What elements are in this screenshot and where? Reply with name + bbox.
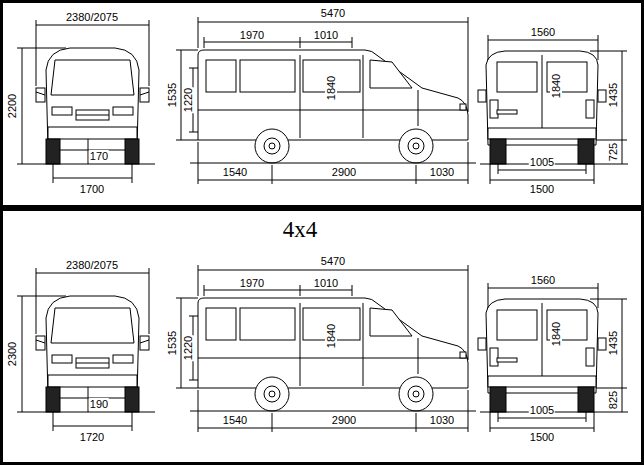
dimension-label: 1840 [325, 323, 337, 349]
dimension-label: 1700 [79, 183, 105, 195]
dimension-label: 1435 [607, 82, 619, 108]
dimension-label: 1010 [313, 277, 339, 289]
dimension-label: 2380/2075 [65, 259, 119, 271]
dimension-label: 2380/2075 [65, 11, 119, 23]
dimension-label: 1005 [529, 156, 555, 168]
dimension-label: 1840 [550, 73, 562, 99]
dimension-label: 1030 [429, 166, 455, 178]
dimension-label: 1010 [313, 29, 339, 41]
dimension-label: 1500 [529, 183, 555, 195]
dimension-label: 1720 [79, 431, 105, 443]
panel-divider [0, 205, 644, 211]
dimension-label: 1220 [182, 335, 194, 361]
dimension-label: 1840 [550, 321, 562, 347]
dimension-label: 825 [607, 390, 619, 410]
dimension-label: 1540 [222, 414, 248, 426]
dimension-label: 725 [607, 142, 619, 162]
dimension-label: 2300 [6, 341, 18, 367]
dimension-label: 190 [89, 398, 109, 410]
dimension-label: 1560 [530, 274, 556, 286]
dimension-label: 1435 [607, 330, 619, 356]
dimension-label: 1535 [166, 330, 178, 356]
standard-van [17, 17, 628, 184]
dimension-label: 1540 [222, 166, 248, 178]
dimension-label: 5470 [320, 7, 346, 19]
dimension-label: 1500 [529, 431, 555, 443]
dimension-label: 1970 [239, 277, 265, 289]
dimension-label: 1535 [166, 82, 178, 108]
dimension-label: 1005 [529, 404, 555, 416]
dimension-label: 170 [89, 150, 109, 162]
dimension-label: 2200 [6, 93, 18, 119]
dimension-label: 5470 [320, 255, 346, 267]
dimension-label: 2900 [331, 166, 357, 178]
dimension-label: 1030 [429, 414, 455, 426]
dimension-label: 1840 [325, 75, 337, 101]
dimension-label: 1560 [530, 26, 556, 38]
dimension-label: 2900 [331, 414, 357, 426]
dimension-label: 1220 [182, 87, 194, 113]
dimension-label: 1970 [239, 29, 265, 41]
four-wheel-drive-van [17, 265, 628, 432]
section-heading: 4x4 [280, 218, 321, 242]
